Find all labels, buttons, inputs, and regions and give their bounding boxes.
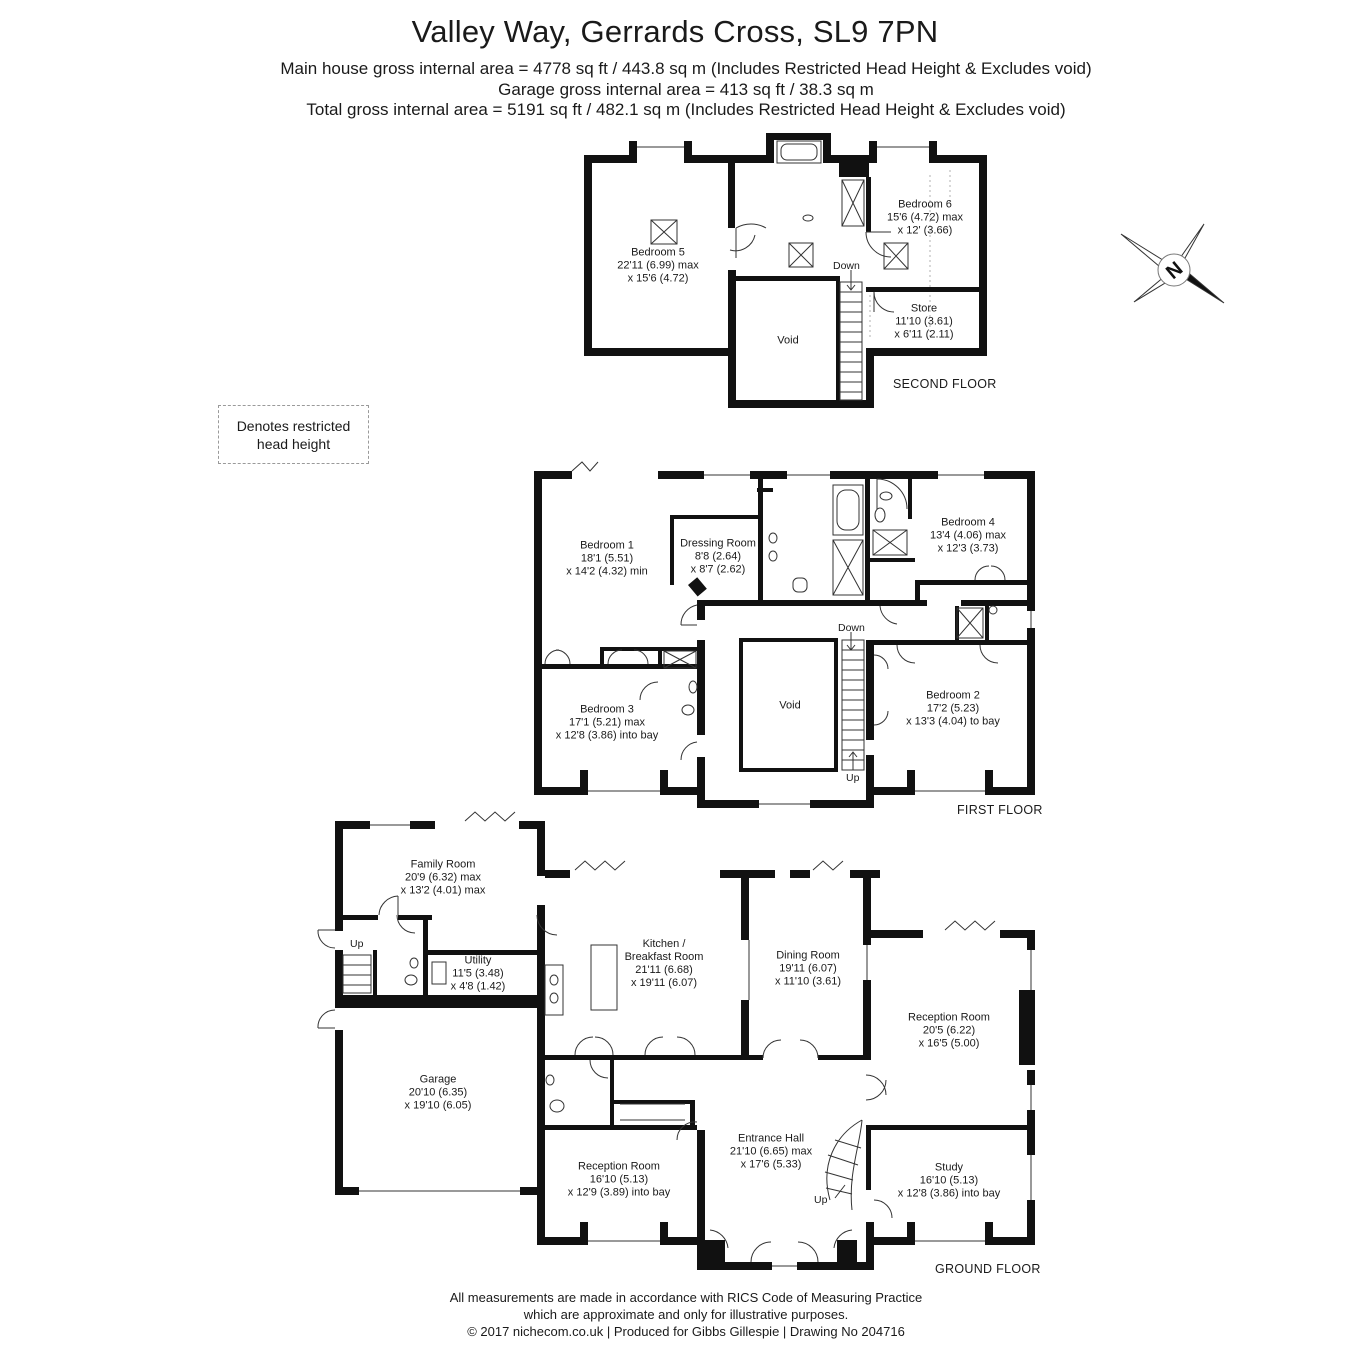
room-bedroom3: Bedroom 3 17'1 (5.21) max x 12'8 (3.86) … (555, 703, 659, 742)
room-void-second: Void (777, 334, 799, 347)
floor-label-second: SECOND FLOOR (893, 377, 997, 391)
room-bedroom2: Bedroom 2 17'2 (5.23) x 13'3 (4.04) to b… (906, 689, 1000, 728)
room-bedroom4: Bedroom 4 13'4 (4.06) max x 12'3 (3.73) (929, 516, 1007, 555)
stairs-up-utility: Up (350, 938, 364, 950)
room-void-first: Void (779, 699, 801, 712)
room-entrance-hall: Entrance Hall 21'10 (6.65) max x 17'6 (5… (729, 1132, 813, 1171)
footer-disclaimer: All measurements are made in accordance … (449, 1290, 923, 1339)
second-floor-plan (584, 133, 987, 408)
compass-rose-icon: N (1120, 223, 1225, 304)
restricted-head-height (869, 170, 951, 340)
room-dining: Dining Room 19'11 (6.07) x 11'10 (3.61) (774, 949, 842, 988)
legend-line2: head height (256, 436, 331, 452)
room-family: Family Room 20'9 (6.32) max x 13'2 (4.01… (400, 858, 486, 897)
room-dressing: Dressing Room 8'8 (2.64) x 8'7 (2.62) (680, 537, 756, 576)
restricted-head-height-legend: Denotes restricted head height (218, 405, 369, 464)
legend-line1: Denotes restricted (236, 418, 351, 434)
room-reception-left: Reception Room 16'10 (5.13) x 12'9 (3.89… (567, 1160, 671, 1199)
ground-floor-plan (317, 811, 1035, 1270)
floor-label-first: FIRST FLOOR (957, 803, 1043, 817)
room-store: Store 11'10 (3.61) x 6'11 (2.11) (894, 302, 954, 341)
stairs-down-first: Down (838, 622, 865, 634)
plan-title: Valley Way, Gerrards Cross, SL9 7PN (411, 14, 939, 49)
room-study: Study 16'10 (5.13) x 12'8 (3.86) into ba… (897, 1161, 1001, 1200)
room-kitchen: Kitchen / Breakfast Room 21'11 (6.68) x … (624, 938, 704, 989)
room-reception-right: Reception Room 20'5 (6.22) x 16'5 (5.00) (908, 1011, 990, 1050)
stairs-up-first: Up (846, 772, 860, 784)
stairs-down-second: Down (833, 260, 860, 272)
room-garage: Garage 20'10 (6.35) x 19'10 (6.05) (404, 1073, 472, 1112)
first-floor-plan (534, 461, 1035, 808)
room-bedroom6: Bedroom 6 15'6 (4.72) max x 12' (3.66) (886, 198, 964, 237)
stairs-up-hall: Up (814, 1194, 828, 1206)
garage-area: Garage gross internal area = 413 sq ft /… (498, 80, 874, 99)
room-bedroom1: Bedroom 1 18'1 (5.51) x 14'2 (4.32) min (566, 539, 648, 578)
total-area: Total gross internal area = 5191 sq ft /… (306, 100, 1066, 119)
main-house-area: Main house gross internal area = 4778 sq… (280, 59, 1092, 78)
room-utility: Utility 11'5 (3.48) x 4'8 (1.42) (450, 954, 506, 993)
floor-label-ground: GROUND FLOOR (935, 1262, 1041, 1276)
room-bedroom5: Bedroom 5 22'11 (6.99) max x 15'6 (4.72) (617, 246, 699, 285)
